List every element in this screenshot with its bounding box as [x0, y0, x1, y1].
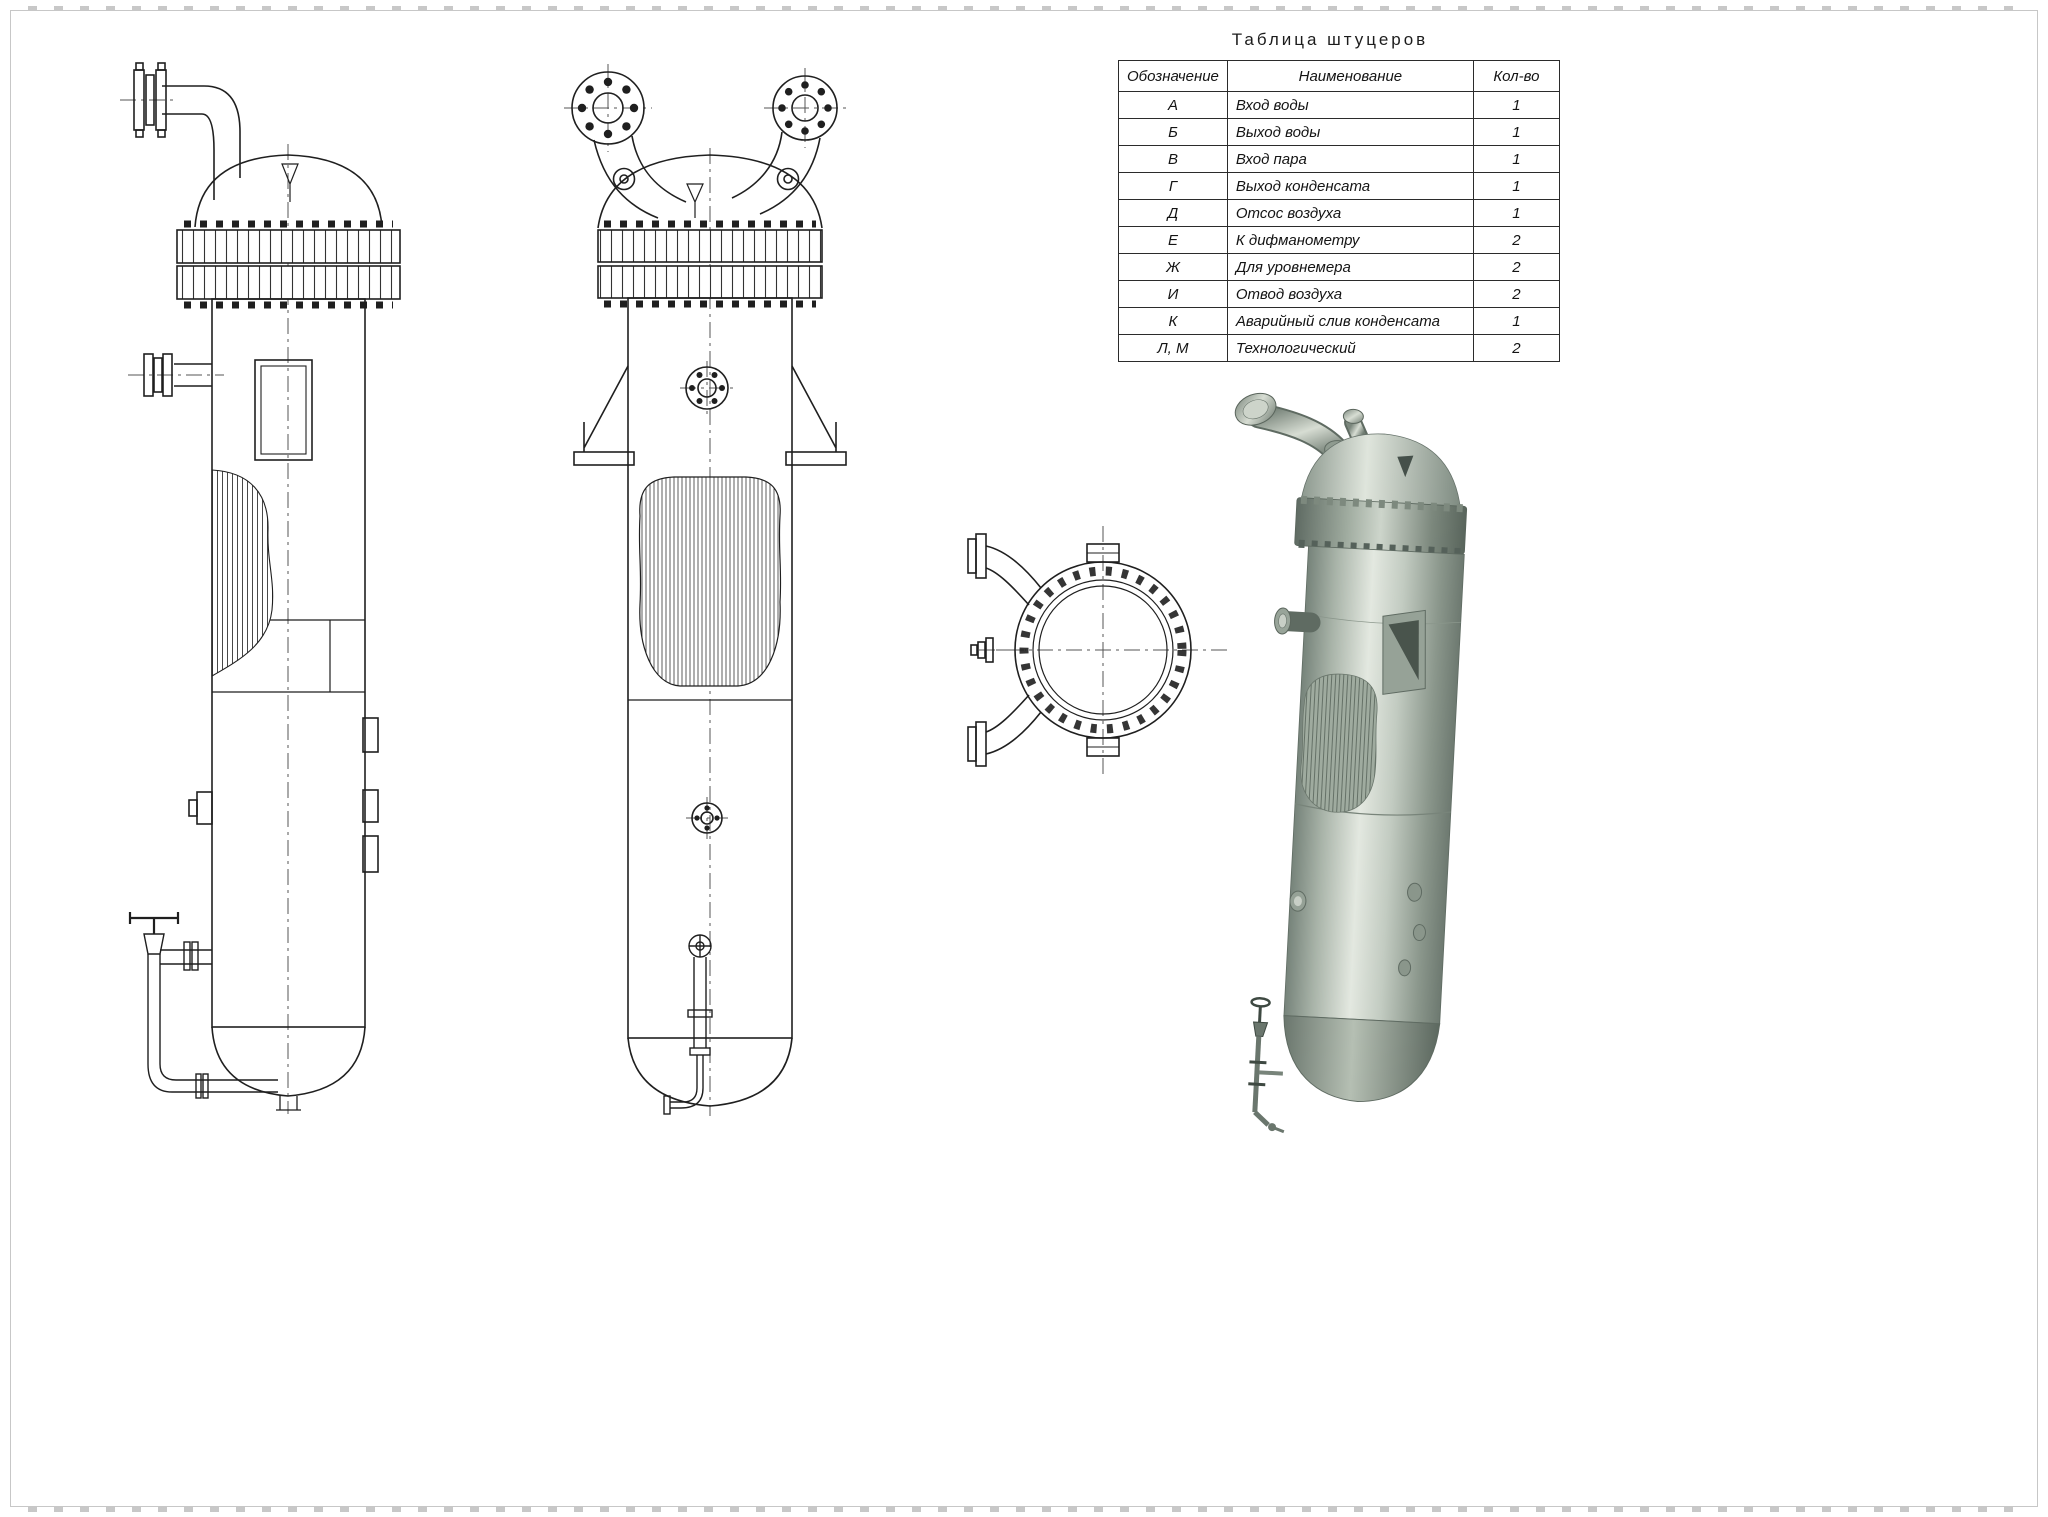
cell-qty: 2	[1472, 226, 1560, 254]
vessel-3d-render	[1234, 392, 1468, 1134]
cell-designation: Б	[1118, 118, 1228, 146]
cell-designation: К	[1118, 307, 1228, 335]
vessel-outline	[133, 62, 401, 1111]
cell-qty: 2	[1472, 280, 1560, 308]
cell-name: К дифманометру	[1226, 226, 1474, 254]
cell-designation: В	[1118, 145, 1228, 173]
table-row: Г Выход конденсата 1	[1118, 172, 1560, 200]
cell-qty: 1	[1472, 307, 1560, 335]
cell-name: Вход воды	[1226, 91, 1474, 119]
table-row: И Отвод воздуха 2	[1118, 280, 1560, 308]
table-row: А Вход воды 1	[1118, 91, 1560, 119]
cell-designation: Г	[1118, 172, 1228, 200]
flange-plan	[967, 533, 1192, 767]
table-header-row: Обозначение Наименование Кол-во	[1118, 60, 1560, 92]
table-row: Ж Для уровнемера 2	[1118, 253, 1560, 281]
front-view-drawing	[120, 62, 401, 1114]
cell-name: Выход конденсата	[1226, 172, 1474, 200]
cell-name: Технологический	[1226, 334, 1474, 362]
render-valve	[1248, 997, 1285, 1134]
cell-qty: 1	[1472, 199, 1560, 227]
top-tick-strip	[28, 6, 2020, 11]
flange-bolts-left	[577, 77, 639, 139]
cell-qty: 2	[1472, 253, 1560, 281]
nozzle-table-title: Таблица штуцеров	[1231, 30, 1429, 49]
cell-name: Отсос воздуха	[1226, 199, 1474, 227]
cell-designation: А	[1118, 91, 1228, 119]
cell-designation: Е	[1118, 226, 1228, 254]
table-row: В Вход пара 1	[1118, 145, 1560, 173]
cell-name: Выход воды	[1226, 118, 1474, 146]
small-flange-bolts	[689, 372, 725, 404]
cell-designation: И	[1118, 280, 1228, 308]
cell-name: Аварийный слив конденсата	[1226, 307, 1474, 335]
top-view-drawing	[967, 526, 1227, 774]
table-row: Б Выход воды 1	[1118, 118, 1560, 146]
cell-designation: Д	[1118, 199, 1228, 227]
table-row: Д Отсос воздуха 1	[1118, 199, 1560, 227]
elbow-flange	[1234, 392, 1277, 426]
col-header-designation: Обозначение	[1118, 60, 1228, 92]
cell-qty: 1	[1472, 118, 1560, 146]
col-header-qty: Кол-во	[1472, 60, 1560, 92]
table-row: К Аварийный слив конденсата 1	[1118, 307, 1560, 335]
bottom-valve-assembly	[663, 934, 713, 1115]
cell-qty: 2	[1472, 334, 1560, 362]
table-row: Е К дифманометру 2	[1118, 226, 1560, 254]
cell-name: Для уровнемера	[1226, 253, 1474, 281]
table-row: Л, М Технологический 2	[1118, 334, 1560, 362]
render-group	[1234, 392, 1468, 1134]
drain-valve-assembly	[128, 912, 278, 1099]
lower-flange-bolts	[694, 805, 720, 831]
cell-designation: Л, М	[1118, 334, 1228, 362]
flange-bolts-right	[778, 81, 832, 135]
cell-qty: 1	[1472, 145, 1560, 173]
cell-designation: Ж	[1118, 253, 1228, 281]
bottom-tick-strip	[28, 1507, 2020, 1512]
cell-qty: 1	[1472, 91, 1560, 119]
nozzle-table: Обозначение Наименование Кол-во А Вход в…	[1118, 60, 1560, 362]
cell-name: Вход пара	[1226, 145, 1474, 173]
cell-qty: 1	[1472, 172, 1560, 200]
col-header-name: Наименование	[1226, 60, 1474, 92]
cell-name: Отвод воздуха	[1226, 280, 1474, 308]
vessel-outline	[571, 71, 847, 1107]
side-view-drawing	[564, 64, 847, 1116]
